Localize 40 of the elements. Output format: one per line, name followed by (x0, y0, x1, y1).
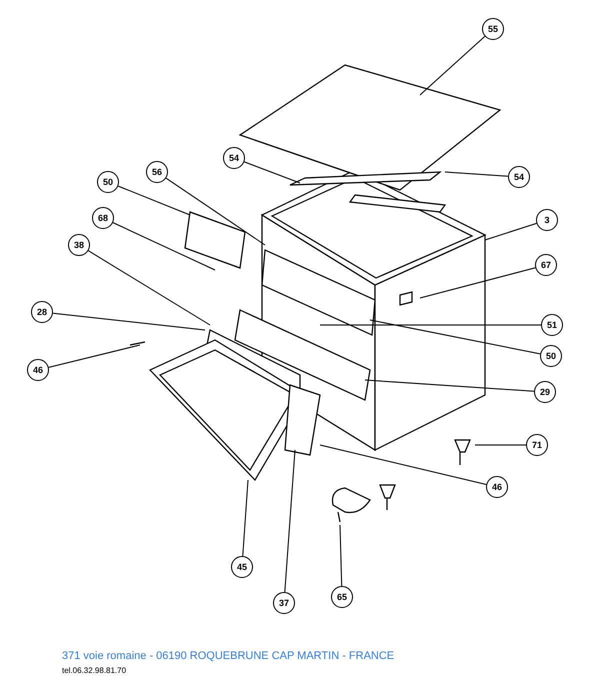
leader-line (242, 480, 248, 557)
leader-line (320, 444, 487, 485)
leader-line (444, 172, 509, 177)
leader-line (364, 380, 535, 392)
callout-number: 45 (231, 556, 253, 578)
callout-number: 38 (68, 234, 90, 256)
leader-line (48, 344, 140, 368)
phone-number: tel.06.32.98.81.70 (62, 666, 126, 675)
callout-number: 46 (486, 476, 508, 498)
leader-line (420, 36, 486, 96)
callout-number: 50 (540, 345, 562, 367)
leader-line (166, 178, 266, 246)
callout-number: 29 (534, 381, 556, 403)
callout-number: 50 (97, 171, 119, 193)
company-address: 371 voie romaine - 06190 ROQUEBRUNE CAP MARTIN - FRANCE (62, 650, 394, 662)
callout-number: 3 (536, 209, 558, 231)
callout-number: 46 (27, 359, 49, 381)
leader-line (320, 324, 542, 326)
leader-line (112, 222, 216, 270)
callout-number: 51 (541, 314, 563, 336)
callout-number: 65 (331, 586, 353, 608)
leader-line (484, 222, 538, 240)
callout-number: 56 (146, 161, 168, 183)
leader-line (340, 524, 342, 586)
callout-number: 28 (31, 301, 53, 323)
callout-number: 54 (223, 147, 245, 169)
callout-number: 55 (482, 18, 504, 40)
leader-line (88, 250, 210, 326)
callout-number: 71 (526, 434, 548, 456)
leader-line (474, 444, 526, 446)
callout-number: 37 (273, 592, 295, 614)
leader-line (284, 450, 296, 593)
callout-number: 67 (535, 254, 557, 276)
leader-line (370, 320, 541, 354)
leader-line (52, 312, 206, 330)
leader-line (244, 161, 300, 184)
callout-number: 54 (508, 166, 530, 188)
leader-line (420, 267, 536, 298)
callout-number: 68 (92, 207, 114, 229)
leader-line (118, 186, 190, 216)
